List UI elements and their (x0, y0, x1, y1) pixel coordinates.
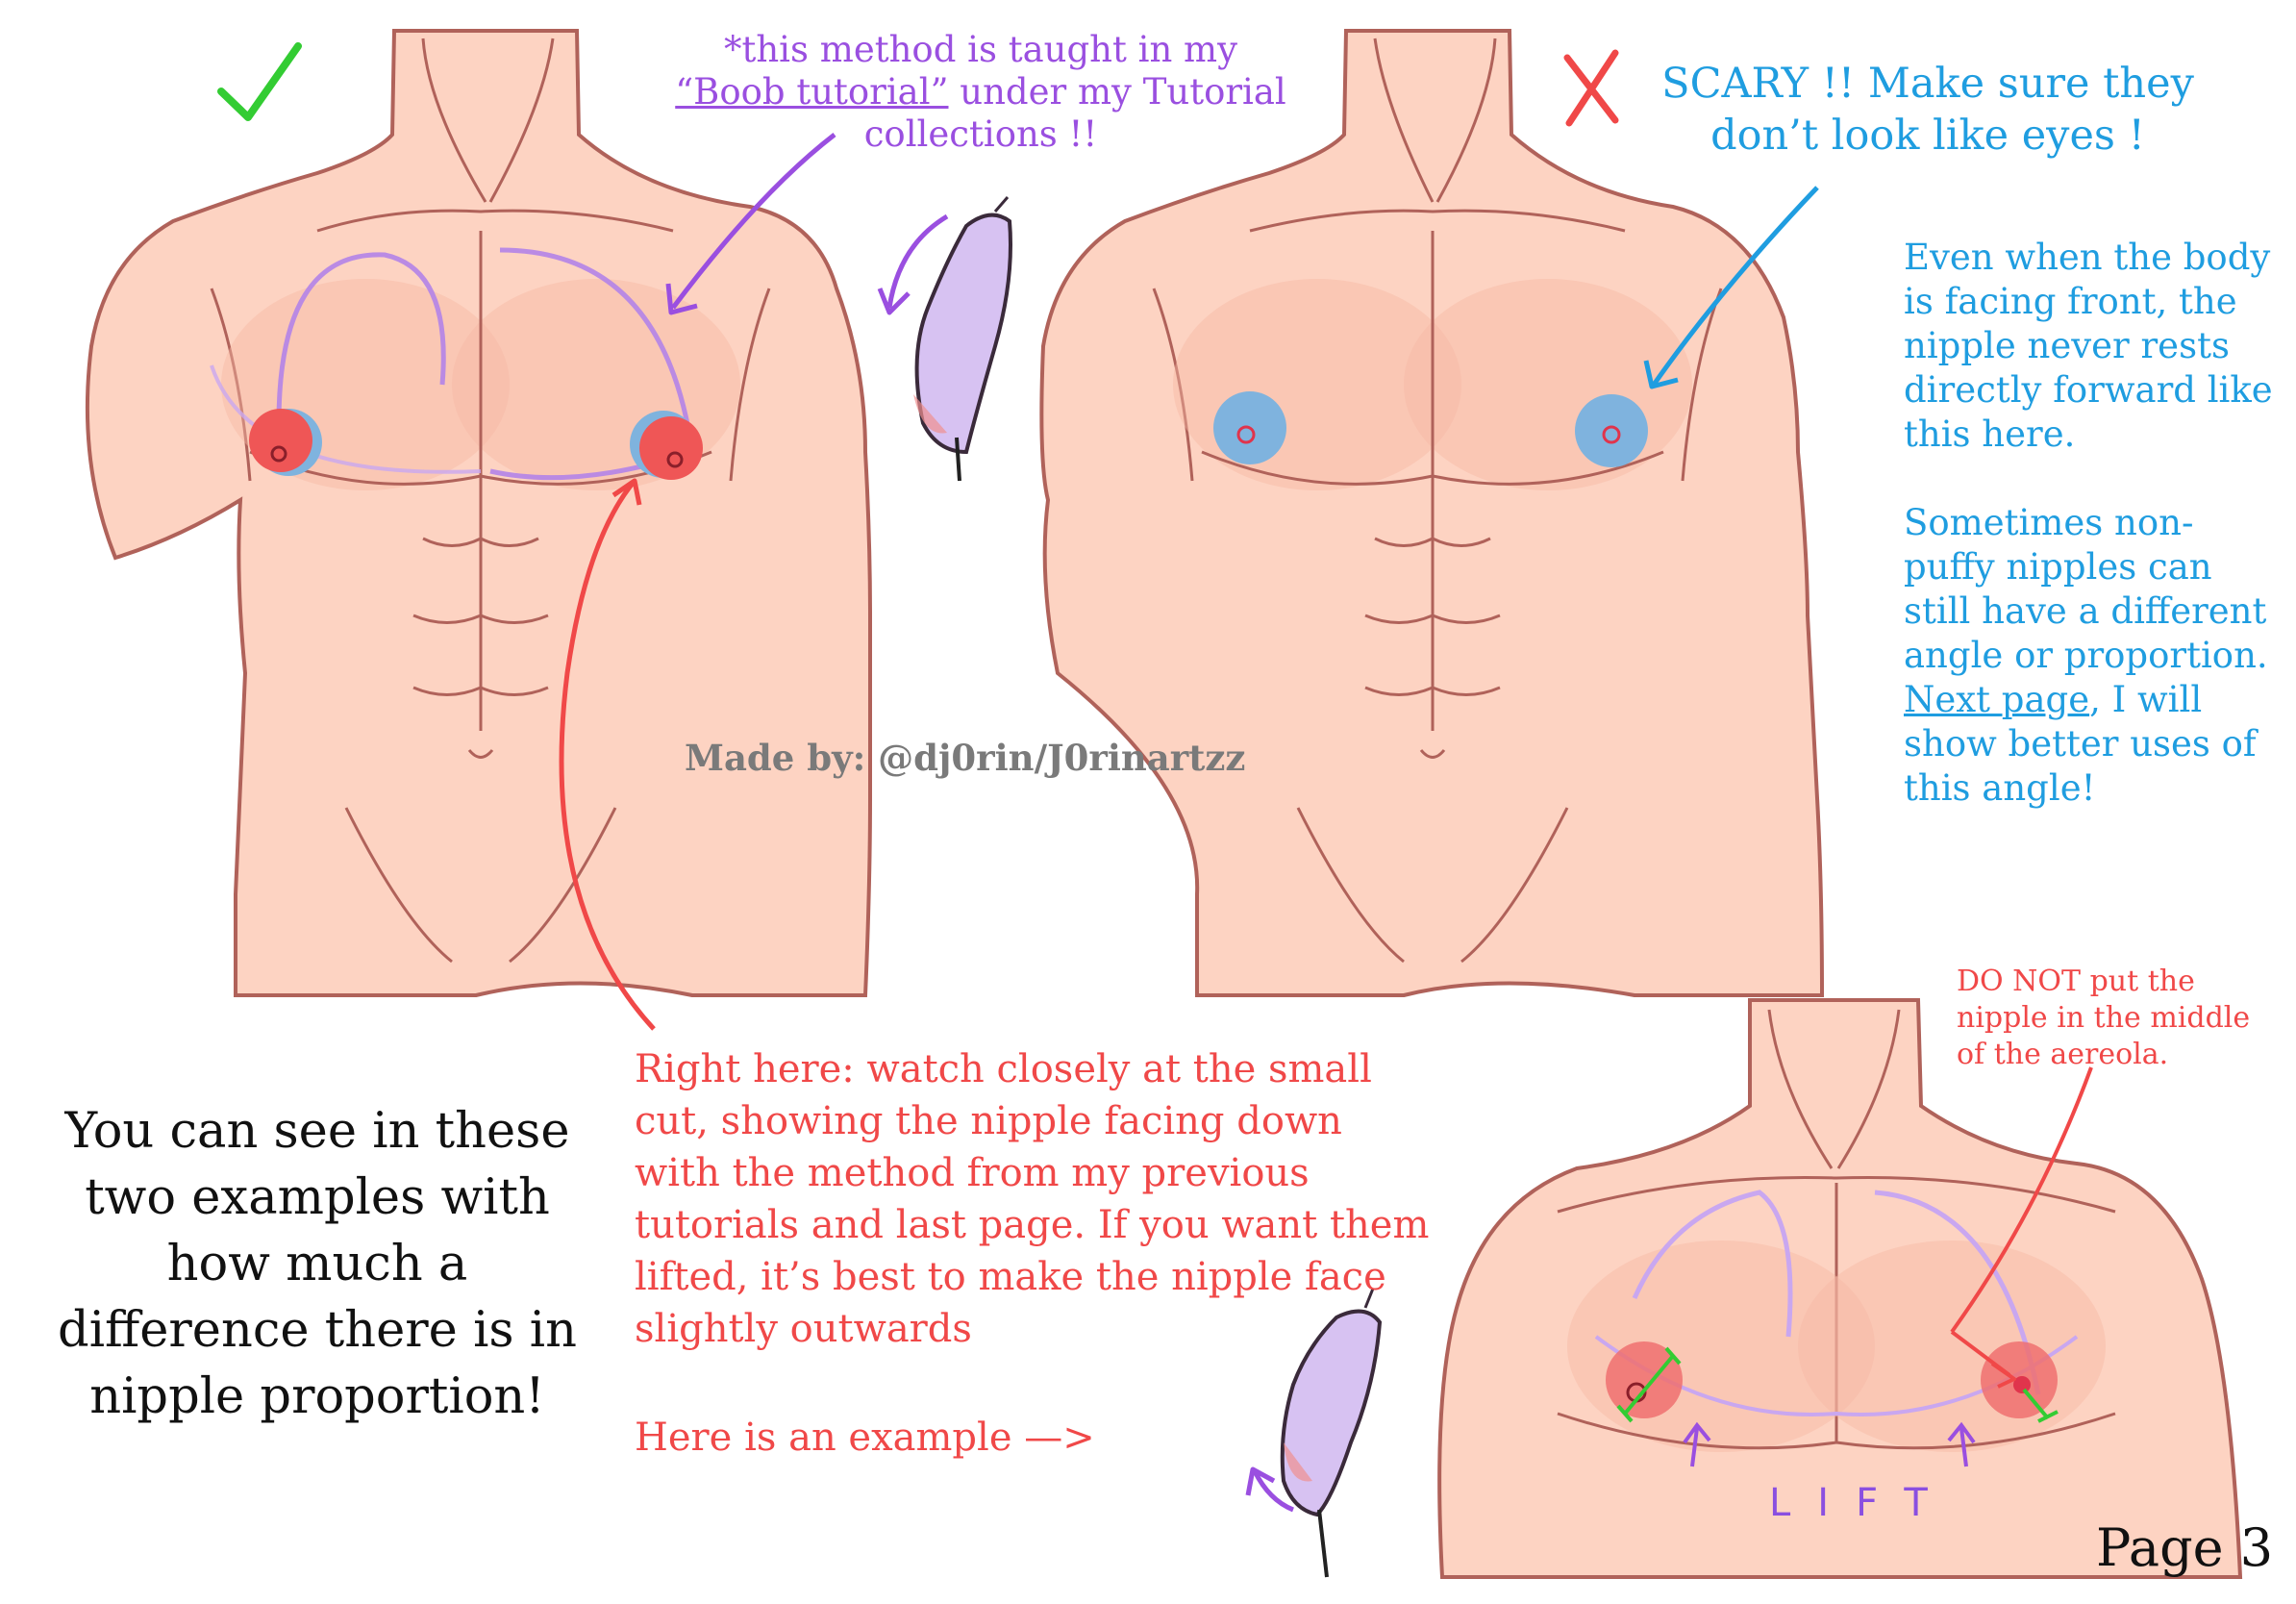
do-not-note: DO NOT put the nipple in the middle of t… (1957, 965, 2251, 1071)
side-view-sketch-bottom (1245, 1288, 1383, 1578)
summary-note: You can see in these two examples with h… (58, 1103, 577, 1425)
side-view-sketch-top (877, 196, 1012, 482)
arrow-red-do-not (1950, 1066, 2093, 1389)
lift-label: LIFT (1769, 1481, 1955, 1525)
method-note: *this method is taught in my “Boob tutor… (673, 29, 1288, 156)
scary-note: SCARY !! Make sure they don’t look like … (1661, 60, 2194, 160)
boob-tutorial-link[interactable]: “Boob tutorial” (675, 71, 949, 113)
arrow-red-to-nipple (559, 478, 656, 1031)
checkmark-icon (217, 42, 302, 121)
torso-lift-example (1437, 998, 2243, 1579)
even-when-text: Even when the body is facing front, the … (1904, 237, 2273, 455)
torso-incorrect-example (1039, 29, 1825, 997)
torso-correct-example (85, 29, 872, 997)
page-number: Page 3 (2096, 1517, 2274, 1578)
right-here-note: Right here: watch closely at the small c… (635, 1047, 1430, 1351)
sometimes-text: Sometimes non-puffy nipples can still ha… (1904, 502, 2268, 676)
cross-icon (1563, 49, 1619, 127)
credit-watermark: Made by: @dj0rin/J0rinartzz (685, 737, 1246, 779)
next-page-link[interactable]: Next page (1904, 679, 2090, 720)
arrow-blue-to-areola (1643, 186, 1819, 389)
method-note-end: under my Tutorial collections !! (863, 71, 1286, 155)
method-note-start: *this method is taught in my (723, 29, 1238, 70)
sometimes-end-text: , I will show better uses of this angle! (1904, 679, 2257, 809)
explanation-note: Even when the body is facing front, the … (1904, 236, 2279, 811)
arrow-purple-to-pec (665, 133, 836, 315)
example-note: Here is an example —> (635, 1416, 1095, 1460)
